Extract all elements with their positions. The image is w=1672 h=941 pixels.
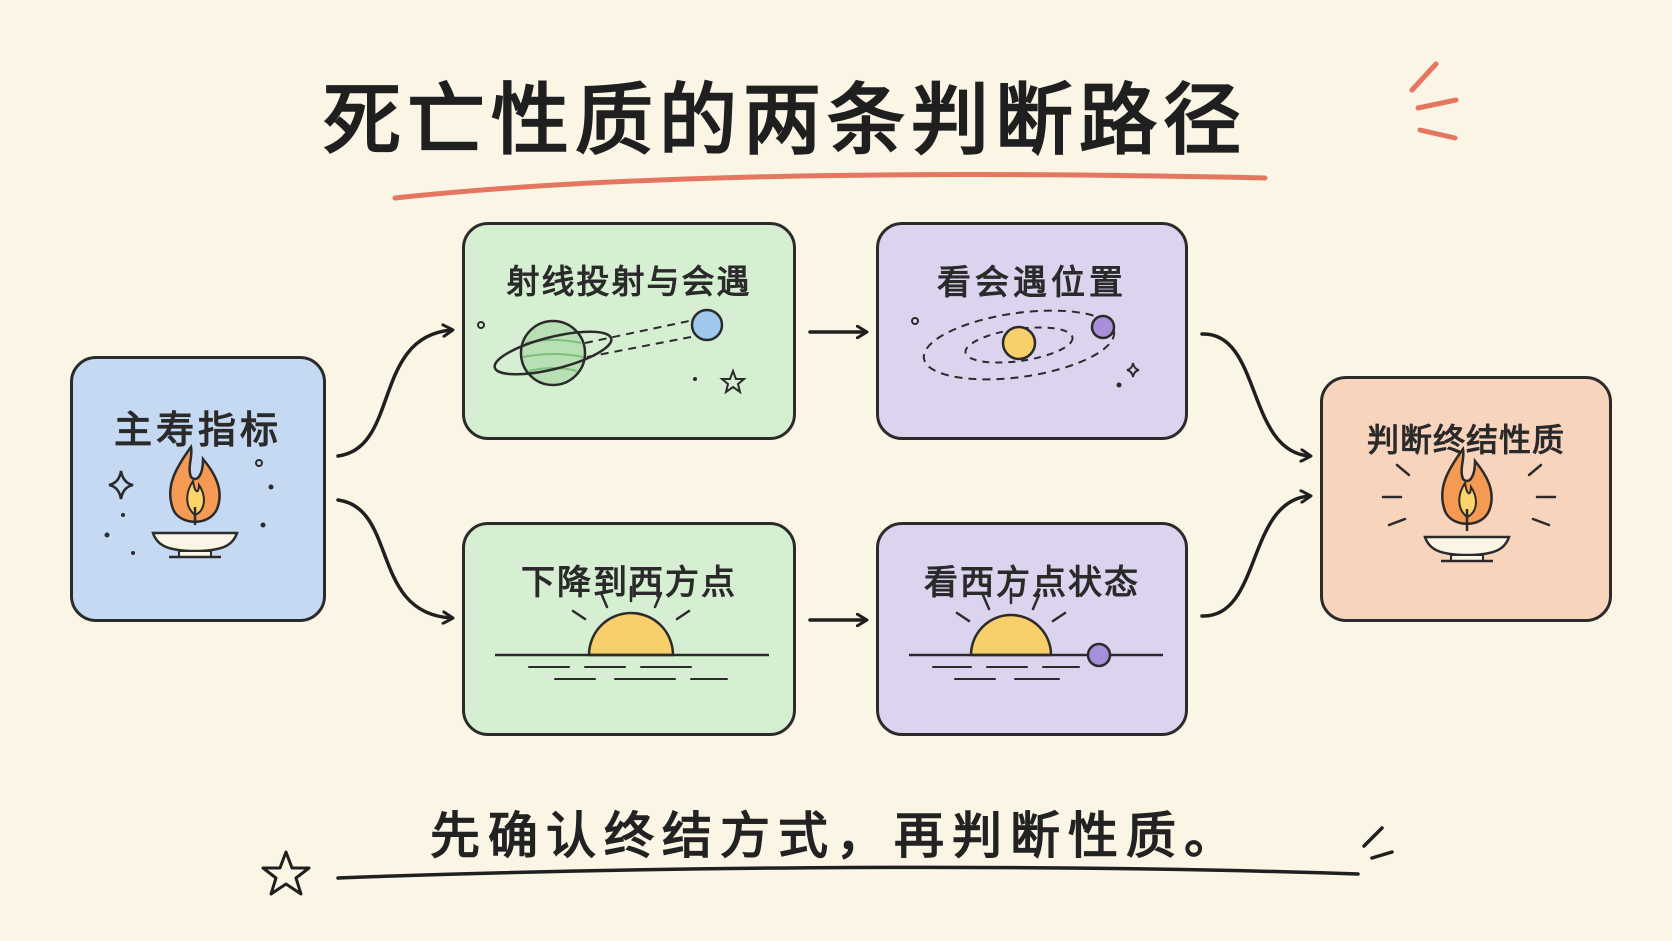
card-lifespan-indicator: 主寿指标 (70, 356, 326, 622)
arrow-start-to-ray (336, 330, 452, 458)
card-label: 下降到西方点 (521, 563, 737, 603)
conclusion-underline (336, 865, 1360, 880)
arrow-start-to-descend (336, 498, 452, 618)
page-title: 死亡性质的两条判断路径 (322, 76, 1247, 166)
card-label: 判断终结性质 (1366, 421, 1565, 459)
card-label: 主寿指标 (113, 408, 282, 452)
title-underline (392, 172, 1268, 201)
orbit-icon (911, 309, 1140, 388)
sunset-icon (495, 585, 769, 680)
card-west-point-state: 看西方点状态 (876, 522, 1188, 736)
arrow-west-to-final (1200, 496, 1310, 618)
card-judge-final-nature: 判断终结性质 (1320, 376, 1612, 622)
flame-lamp-icon (104, 443, 274, 559)
sunset-icon (909, 587, 1163, 680)
flame-lamp-icon (1381, 445, 1557, 563)
card-label: 射线投射与会遇 (506, 262, 752, 301)
arrow-meet-to-final (1200, 332, 1310, 456)
card-label: 看会遇位置 (937, 263, 1127, 303)
card-descend-west-point: 下降到西方点 (462, 522, 796, 736)
conclusion-text: 先确认终结方式，再判断性质。 (430, 807, 1242, 865)
sparkle-icon (108, 470, 134, 500)
card-meeting-position: 看会遇位置 (876, 222, 1188, 440)
planet-icon (477, 308, 747, 395)
card-label: 看西方点状态 (924, 563, 1140, 603)
card-ray-cast-meeting: 射线投射与会遇 (462, 222, 796, 440)
